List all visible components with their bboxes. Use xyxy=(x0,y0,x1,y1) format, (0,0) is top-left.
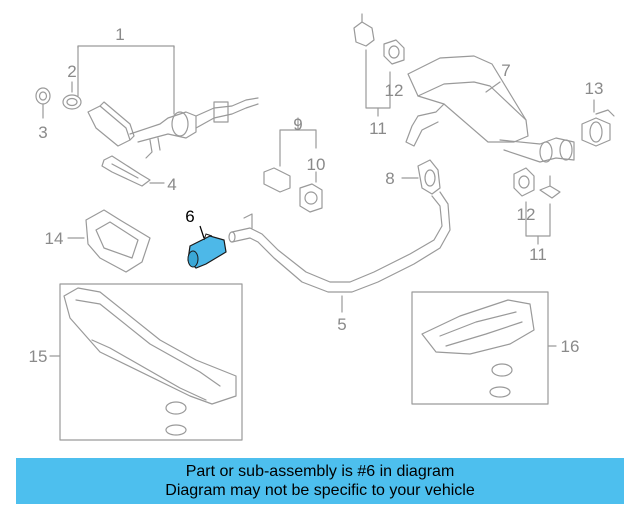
lower-mount-group xyxy=(513,167,561,245)
part-9-hanger xyxy=(263,117,317,193)
part-4-bracket xyxy=(101,155,165,187)
callout-11-lower: 11 xyxy=(529,245,547,264)
callout-6: 6 xyxy=(185,207,194,226)
part-5-intermediate-pipe xyxy=(228,191,451,313)
front-pipe-catalytic-converter xyxy=(87,97,259,159)
callout-1-bracket xyxy=(77,45,175,115)
part-6-clamp-highlighted[interactable] xyxy=(187,225,227,269)
callout-4: 4 xyxy=(167,175,176,194)
callout-2: 2 xyxy=(67,62,76,81)
banner-line-2: Diagram may not be specific to your vehi… xyxy=(165,482,475,499)
callout-9: 9 xyxy=(293,115,302,134)
callout-labels: 1 2 3 4 5 6 7 8 9 10 11 11 12 12 13 14 1… xyxy=(29,25,604,366)
callout-3: 3 xyxy=(38,123,47,142)
callout-7: 7 xyxy=(501,61,510,80)
callout-11-upper: 11 xyxy=(369,119,387,138)
callout-14: 14 xyxy=(45,229,64,248)
part-3-gasket xyxy=(35,87,51,119)
part-16-heat-shield xyxy=(411,291,557,405)
upper-mount-group xyxy=(353,13,405,117)
part-15-underbody-shield xyxy=(49,283,243,441)
info-banner-background xyxy=(16,458,624,504)
callout-16: 16 xyxy=(561,337,580,356)
part-13-exhaust-tips xyxy=(581,99,615,147)
callout-10: 10 xyxy=(307,155,326,174)
part-2-clamp xyxy=(62,81,82,110)
info-banner: Part or sub-assembly is #6 in diagram Di… xyxy=(16,458,624,504)
callout-8: 8 xyxy=(385,169,394,188)
callout-15: 15 xyxy=(29,347,48,366)
callout-13: 13 xyxy=(585,79,604,98)
callout-1: 1 xyxy=(115,25,124,44)
part-10-rubber-mount xyxy=(299,171,323,213)
callout-12-upper: 12 xyxy=(385,81,404,100)
banner-line-1: Part or sub-assembly is #6 in diagram xyxy=(185,463,455,480)
part-7-rear-muffler xyxy=(405,55,575,163)
callout-12-lower: 12 xyxy=(517,205,536,224)
part-14-heat-shield xyxy=(67,209,151,273)
part-8-clamp xyxy=(401,159,441,195)
callout-5: 5 xyxy=(337,315,346,334)
